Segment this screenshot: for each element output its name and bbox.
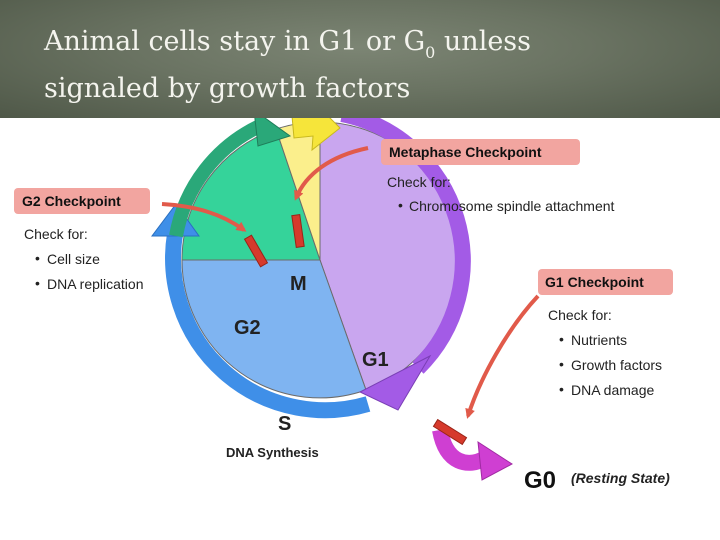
g1-bullet-3: • — [559, 381, 564, 397]
g2-bullet-1: • — [35, 250, 40, 266]
metaphase-pointer-arrow — [294, 146, 369, 201]
g2-checkpoint-bar — [243, 234, 269, 268]
g2-arc-arrow — [169, 118, 265, 238]
g2-checkpoint-callout: G2 Checkpoint Check for: • Cell size • D… — [14, 188, 150, 292]
g1-checkpoint-box — [538, 269, 673, 295]
g1-bullet-1: • — [559, 331, 564, 347]
metaphase-checkpoint-title: Metaphase Checkpoint — [389, 144, 542, 160]
g2-bullet-2: • — [35, 275, 40, 291]
g2-pointer-arrow — [161, 202, 247, 232]
cell-cycle-diagram: M G2 G1 S DNA Synthesis G0 (Resting Stat… — [14, 118, 673, 494]
g1-check-for-label: Check for: — [548, 307, 612, 323]
slide-title: Animal cells stay in G1 or G0 unless sign… — [44, 20, 684, 111]
m-arc-arrowhead — [291, 118, 341, 152]
g2-item-2: DNA replication — [47, 276, 144, 292]
cycle-arrows — [151, 118, 513, 481]
g2-check-for-label: Check for: — [24, 226, 88, 242]
g1-checkpoint-callout: G1 Checkpoint Check for: • Nutrients • G… — [538, 269, 673, 398]
g1-arc-arrowhead — [358, 354, 432, 411]
g2-arc-arrowhead — [254, 118, 292, 147]
title-line-2: signaled by growth factors — [44, 73, 411, 104]
title-line-1: Animal cells stay in G1 or G0 unless — [44, 26, 532, 62]
g1-pointer-arrow — [465, 294, 540, 419]
s-phase-wedge — [181, 259, 367, 399]
title-subscript: 0 — [425, 43, 436, 62]
g1-item-1: Nutrients — [571, 332, 627, 348]
metaphase-bullet: • — [398, 197, 403, 213]
g2-checkpoint-title: G2 Checkpoint — [22, 193, 121, 209]
metaphase-checkpoint-callout: Metaphase Checkpoint Check for: • Chromo… — [381, 139, 615, 214]
g1-item-2: Growth factors — [571, 357, 662, 373]
g0-phase-label: G0 — [524, 467, 556, 494]
g2-phase-label: G2 — [234, 317, 261, 339]
slide-header: Animal cells stay in G1 or G0 unless sign… — [0, 0, 720, 118]
g0-phase-description: (Resting State) — [571, 470, 670, 486]
g0-exit-arrowhead — [477, 441, 513, 481]
g2-checkpoint-box — [14, 188, 150, 214]
g1-item-3: DNA damage — [571, 382, 654, 398]
g1-phase-label: G1 — [362, 349, 389, 371]
g1-bullet-2: • — [559, 356, 564, 372]
checkpoint-pointers — [161, 146, 540, 419]
s-arc-arrow — [165, 232, 371, 419]
cell-cycle-wheel — [181, 121, 459, 399]
m-phase-label: M — [290, 273, 307, 295]
metaphase-checkpoint-box — [381, 139, 580, 165]
s-phase-description: DNA Synthesis — [226, 445, 319, 460]
g1-checkpoint-title: G1 Checkpoint — [545, 274, 644, 290]
s-phase-label: S — [278, 413, 291, 435]
metaphase-checkpoint-bar — [291, 214, 305, 248]
metaphase-item-1: Chromosome spindle attachment — [409, 198, 615, 214]
g1-checkpoint-bar — [432, 418, 468, 446]
checkpoint-markers — [243, 214, 468, 446]
phase-labels: M G2 G1 S DNA Synthesis G0 (Resting Stat… — [226, 273, 670, 494]
g2-item-1: Cell size — [47, 251, 100, 267]
g1-arc-arrow — [340, 118, 471, 374]
metaphase-check-for-label: Check for: — [387, 174, 451, 190]
